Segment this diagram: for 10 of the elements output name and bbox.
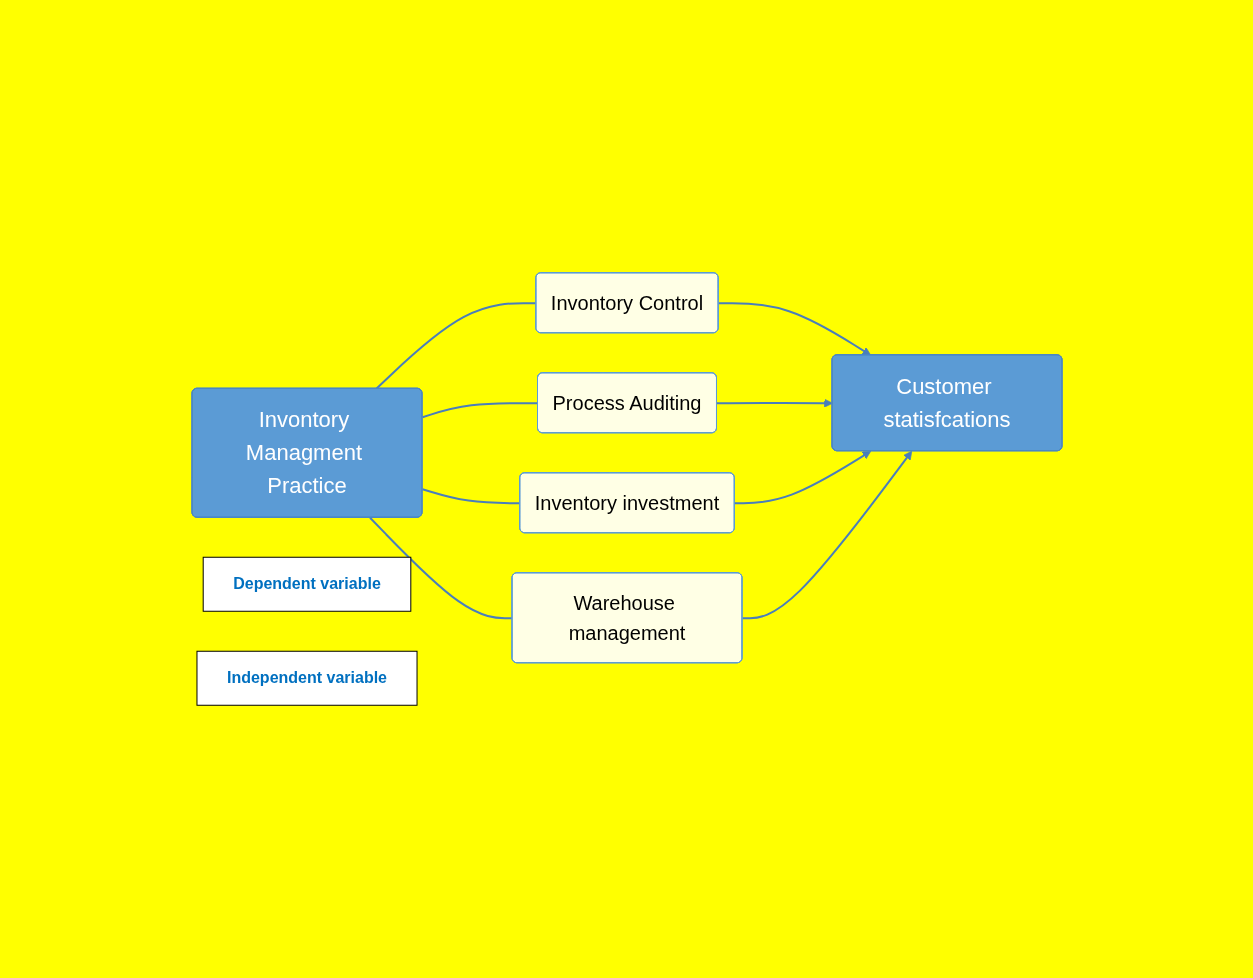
connector [368,516,513,620]
arrow [733,450,871,505]
connector [421,402,539,419]
arrow [717,302,871,356]
arrow [741,450,912,620]
connector [374,302,537,390]
node-box: Dependent variable [202,556,411,612]
arrow [715,398,833,408]
node-box: Independent variable [196,650,417,706]
connector [421,488,521,505]
